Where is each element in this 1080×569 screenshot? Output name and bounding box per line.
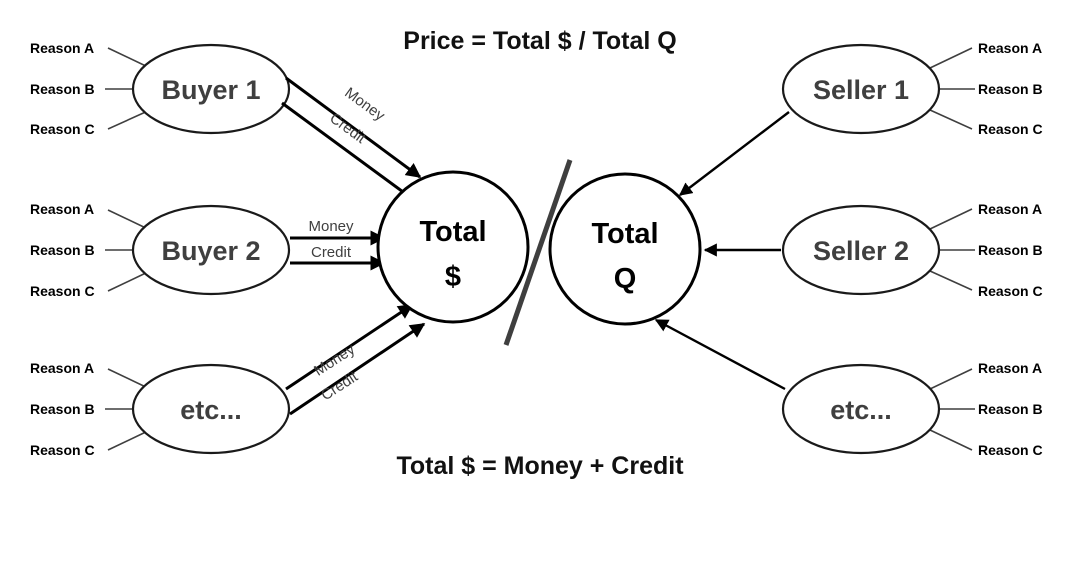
total-quantity-group[interactable]: Total Q	[548, 172, 702, 326]
seller-2-ellipse[interactable]	[781, 204, 941, 296]
buyer-1-credit-arrow	[281, 101, 416, 202]
seller-etc-label: etc...	[830, 395, 892, 425]
buyer-2-reason-c: Reason C	[30, 283, 95, 299]
buyer-etc-credit-arrow	[289, 322, 426, 416]
seller-1-group[interactable]: Reason A Reason B Reason C Seller 1	[781, 40, 1043, 137]
total-dollars-line1: Total	[419, 216, 486, 248]
buyer-1-reason-a: Reason A	[30, 40, 94, 56]
buyer-1-money-arrow	[285, 76, 422, 179]
buyer-etc-reason-a: Reason A	[30, 360, 94, 376]
buyer-etc-label: etc...	[180, 395, 242, 425]
buyer-2-reason-b: Reason B	[30, 242, 95, 258]
seller-1-spoke-a	[929, 47, 973, 69]
seller-etc-spoke-a	[929, 368, 973, 390]
buyer-etc-flow-arrows: Money Credit	[285, 303, 426, 416]
seller-1-ellipse[interactable]	[781, 43, 941, 135]
buyer-1-reason-b: Reason B	[30, 81, 95, 97]
seller-etc-group[interactable]: Reason A Reason B Reason C etc...	[781, 360, 1043, 458]
buyer-etc-money-arrow	[285, 303, 414, 391]
seller-1-flow-arrow	[678, 111, 790, 196]
buyer-1-group[interactable]: Reason A Reason B Reason C Buyer 1	[30, 40, 291, 137]
buyer-2-flow-arrows: Money Credit	[290, 218, 386, 271]
buyer-2-spoke-c	[107, 270, 151, 292]
buyer-2-ellipse[interactable]	[131, 204, 291, 296]
total-quantity-circle[interactable]	[548, 172, 702, 326]
seller-2-reason-c: Reason C	[978, 283, 1043, 299]
total-dollars-group[interactable]: Total $	[376, 170, 530, 324]
buyer-2-money-label: Money	[308, 218, 354, 235]
buyer-etc-group[interactable]: Reason A Reason B Reason C etc...	[30, 360, 291, 458]
buyer-etc-spoke-a	[107, 368, 151, 390]
buyer-etc-reason-b: Reason B	[30, 401, 95, 417]
buyer-1-flow-arrows: Money Credit	[281, 76, 422, 202]
buyer-1-label: Buyer 1	[161, 75, 260, 105]
seller-2-reason-a: Reason A	[978, 201, 1042, 217]
seller-etc-ellipse[interactable]	[781, 363, 941, 455]
buyer-1-reason-c: Reason C	[30, 121, 95, 137]
total-dollars-line2: $	[445, 261, 461, 293]
seller-1-label: Seller 1	[813, 75, 909, 105]
seller-etc-reason-c: Reason C	[978, 442, 1043, 458]
seller-etc-spoke-c	[929, 429, 973, 451]
seller-2-group[interactable]: Reason A Reason B Reason C Seller 2	[781, 201, 1043, 299]
buyer-1-spoke-a	[107, 47, 151, 69]
seller-1-reason-b: Reason B	[978, 81, 1043, 97]
ratio-divider-slash	[503, 159, 573, 346]
seller-1-spoke-c	[929, 109, 973, 130]
buyer-2-reason-a: Reason A	[30, 201, 94, 217]
page-title-bottom: Total $ = Money + Credit	[396, 452, 684, 480]
seller-2-label: Seller 2	[813, 236, 909, 266]
page-title-top: Price = Total $ / Total Q	[403, 27, 676, 55]
buyer-etc-ellipse[interactable]	[131, 363, 291, 455]
buyer-2-label: Buyer 2	[161, 236, 260, 266]
seller-etc-reason-a: Reason A	[978, 360, 1042, 376]
seller-2-spoke-a	[929, 208, 973, 230]
buyer-1-ellipse[interactable]	[131, 43, 291, 135]
total-quantity-line1: Total	[591, 218, 658, 250]
buyer-2-group[interactable]: Reason A Reason B Reason C Buyer 2	[30, 201, 291, 299]
buyer-2-credit-label: Credit	[311, 244, 352, 261]
seller-1-reason-a: Reason A	[978, 40, 1042, 56]
buyer-etc-reason-c: Reason C	[30, 442, 95, 458]
seller-etc-flow-arrow	[654, 318, 786, 391]
buyer-etc-spoke-c	[107, 429, 151, 451]
seller-1-reason-c: Reason C	[978, 121, 1043, 137]
seller-2-spoke-c	[929, 270, 973, 291]
total-dollars-circle[interactable]	[376, 170, 530, 324]
total-quantity-line2: Q	[614, 263, 637, 295]
seller-2-reason-b: Reason B	[978, 242, 1043, 258]
buyer-1-spoke-c	[107, 109, 151, 130]
buyer-2-spoke-a	[107, 209, 151, 231]
seller-etc-reason-b: Reason B	[978, 401, 1043, 417]
